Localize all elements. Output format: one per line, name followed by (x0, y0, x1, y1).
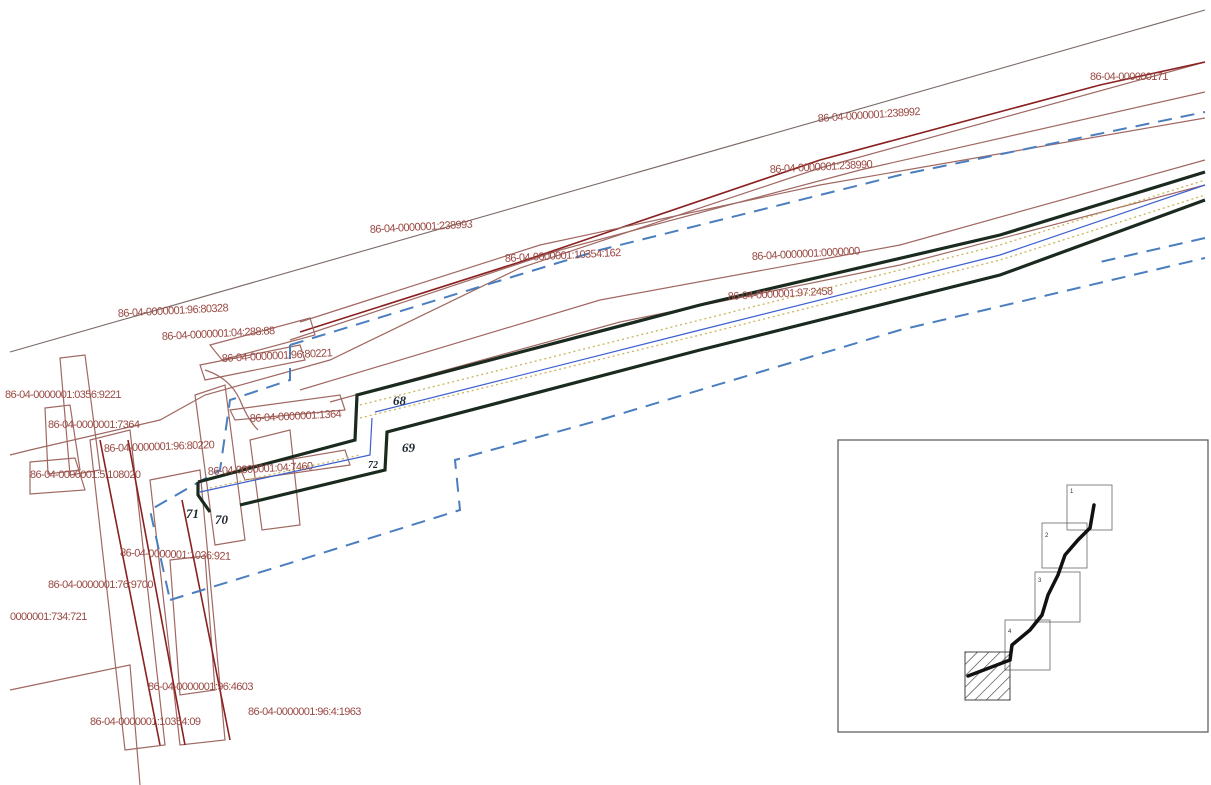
parcel-boundaries (9, 9, 1206, 785)
parcel-label: 86-04-0000001:238993 (370, 219, 473, 236)
parcel-label: 86-04-0000001:04:288:88 (162, 325, 276, 343)
parcel-labels: 86-04-000000171 86-04-0000001:238992 86-… (5, 71, 1169, 728)
parcel-label: 86-04-0000001:7364 (48, 419, 140, 431)
point-label-69: 69 (402, 440, 416, 455)
inset-tile (1041, 522, 1088, 569)
inset-tile (1004, 619, 1051, 671)
point-label-72: 72 (368, 460, 378, 471)
parcel-label: 86-04-0000001:5:108020 (30, 469, 141, 481)
inset-tile-label: 3 (1038, 578, 1042, 584)
parcel-label: 86-04-0000001:1364 (250, 408, 342, 425)
inset-route (966, 503, 1096, 678)
parcel-label: 86-04-0000001:238990 (770, 159, 873, 176)
parcel-label: 86-04-0000001:76:9700 (48, 579, 153, 591)
parcel-label: 86-04-0000001:238992 (817, 106, 920, 125)
point-label-70: 70 (215, 512, 229, 527)
parcel-label: 86-04-000000171 (1090, 71, 1168, 83)
route-line-south (239, 198, 1206, 507)
point-label-71: 71 (186, 506, 199, 521)
inset-frame (837, 439, 1209, 733)
route-line (197, 170, 1206, 484)
parcel-label: 86-04-0000001:10354:09 (90, 716, 201, 728)
parcel-label: 86-04-0000001:96:80221 (222, 347, 333, 365)
parcel-label: 86-04-0000001:04:7460 (208, 461, 314, 478)
parcel-label: 86-04-0000001:96:4603 (148, 681, 253, 693)
point-labels: 68 69 70 71 72 (186, 393, 416, 527)
route-corridor (196, 170, 1206, 513)
protection-zone (148, 111, 1206, 601)
overview-inset: 1 2 3 4 (837, 439, 1209, 733)
point-label-68: 68 (393, 393, 407, 408)
inset-tile-label: 2 (1045, 533, 1049, 539)
parcel-label: 86-04-0000001:0000000 (752, 245, 861, 263)
parcel-label: 86-04-0000001:96:4:1963 (248, 706, 361, 718)
parcel-label: 0000001:734:721 (10, 611, 87, 623)
parcel-label: 86-04-0000001:0356:9221 (5, 389, 121, 401)
inset-tile-label: 1 (1070, 489, 1074, 495)
parcel-label: 86-04-0000001:96:80220 (104, 439, 215, 455)
parcel-label: 86-04-0000001:1036:921 (120, 547, 231, 563)
parcel-label: 86-04-0000001:96:80328 (118, 302, 229, 320)
parcel-label: 86-04-0000001:97:2458 (728, 286, 834, 303)
inset-tile-label: 4 (1008, 629, 1012, 635)
